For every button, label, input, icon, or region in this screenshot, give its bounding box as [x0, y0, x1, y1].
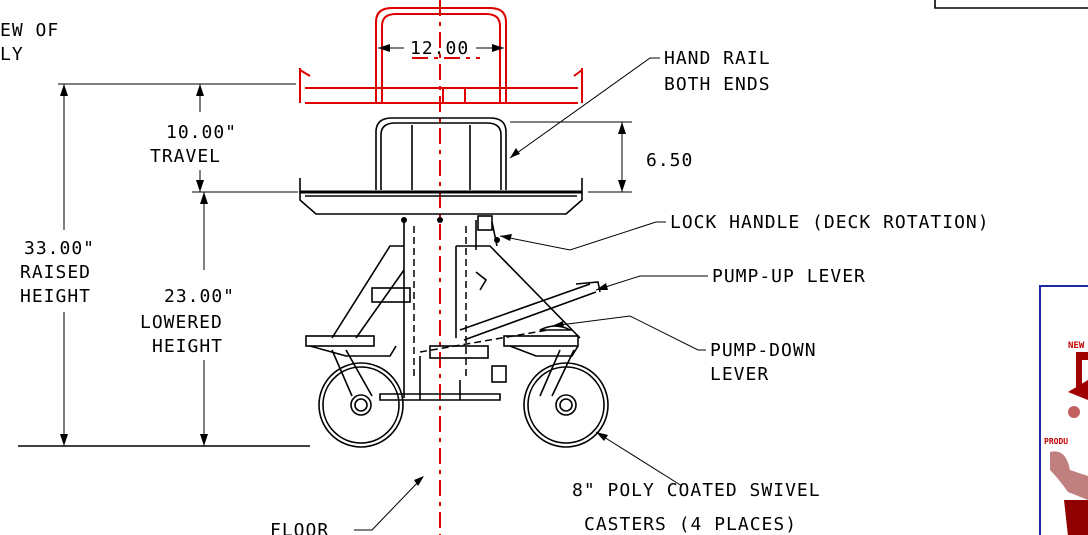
base-frame: [305, 245, 581, 401]
caster-left: [318, 349, 404, 448]
callout-pump-down-line2: LEVER: [710, 364, 769, 385]
travel-dimension: 10.00" TRAVEL: [150, 84, 237, 192]
logo-side-text: PRODU: [1044, 437, 1068, 446]
deck-platform: [299, 178, 583, 223]
hand-rail-lowered: [375, 117, 507, 190]
lowered-height-line2: HEIGHT: [152, 336, 223, 357]
callout-floor: FLOOR: [270, 476, 424, 535]
callout-hand-rail: HAND RAIL BOTH ENDS: [509, 48, 771, 159]
raised-height-line1: RAISED: [20, 262, 91, 283]
callout-casters: 8" POLY COATED SWIVEL CASTERS (4 PLACES): [572, 431, 821, 535]
callout-pump-down-line1: PUMP-DOWN: [710, 340, 817, 361]
company-logo: NEW PRODU: [1039, 285, 1088, 535]
title-block-frame: [934, 0, 1088, 9]
lift-column: [403, 220, 477, 400]
view-title-line2: LY: [0, 44, 24, 65]
callout-hand-rail-line2: BOTH ENDS: [664, 74, 771, 95]
rail-height-value: 6.50: [646, 150, 693, 171]
lowered-height-value: 23.00": [164, 286, 235, 307]
callout-pump-up-label: PUMP-UP LEVER: [712, 266, 866, 287]
callout-casters-line1: 8" POLY COATED SWIVEL: [572, 480, 821, 501]
lowered-height-line1: LOWERED: [140, 312, 223, 333]
lock-handle: [477, 215, 500, 247]
callout-floor-label: FLOOR: [270, 520, 329, 535]
callout-hand-rail-line1: HAND RAIL: [664, 48, 771, 69]
caster-right: [523, 349, 609, 448]
travel-value: 10.00": [166, 122, 237, 143]
rail-width-label: 12.00: [410, 38, 469, 59]
rail-width-dimension: 12.00: [378, 38, 504, 59]
raised-height-value: 33.00": [24, 238, 95, 259]
callout-lock-handle-label: LOCK HANDLE (DECK ROTATION): [670, 212, 990, 233]
travel-label: TRAVEL: [150, 146, 221, 167]
view-title-line1: EW OF: [0, 20, 59, 41]
callout-lock-handle: LOCK HANDLE (DECK ROTATION): [499, 212, 990, 251]
rail-height-dimension: 6.50: [510, 121, 693, 193]
callout-casters-line2: CASTERS (4 PLACES): [584, 514, 797, 535]
logo-top-text: NEW: [1068, 341, 1085, 351]
raised-height-line2: HEIGHT: [20, 286, 91, 307]
lowered-height-dimension: 23.00" LOWERED HEIGHT: [140, 191, 298, 446]
callout-pump-down: PUMP-DOWN LEVER: [551, 315, 817, 385]
callout-pump-up: PUMP-UP LEVER: [595, 266, 866, 291]
raised-height-dimension: 33.00" RAISED HEIGHT: [20, 83, 296, 446]
